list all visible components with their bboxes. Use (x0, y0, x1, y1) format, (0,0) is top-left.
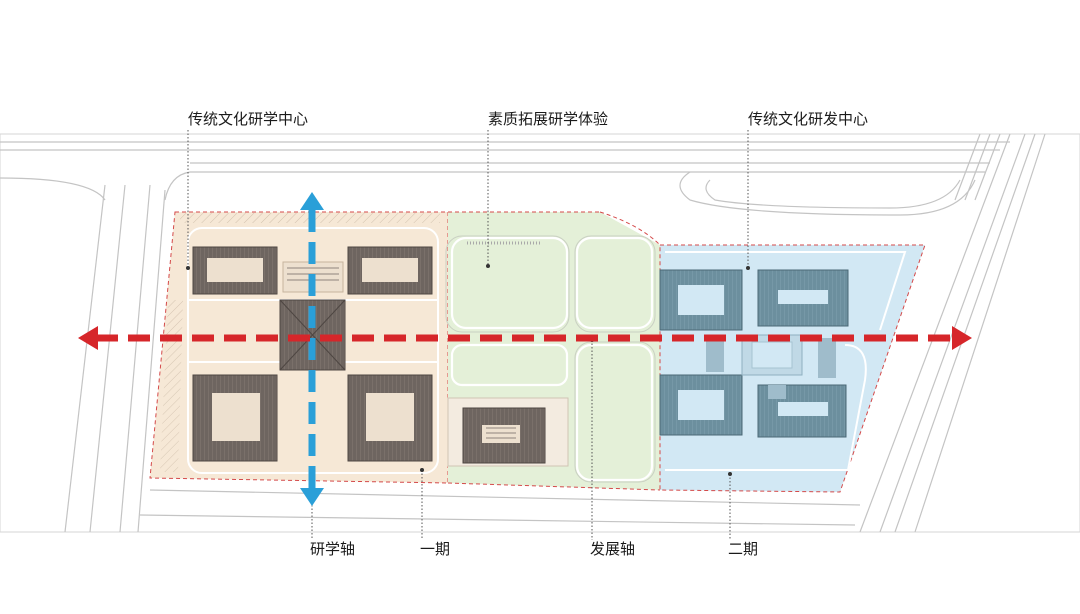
study-axis-arrow (300, 192, 324, 506)
building-phase-two-bottom-right (757, 384, 847, 438)
phase-two-paths (665, 251, 907, 471)
building-bottom-left (192, 374, 278, 462)
label-phase-two: 二期 (728, 540, 759, 558)
building-top-left (192, 246, 278, 295)
building-phase-two-bottom-left (659, 374, 743, 436)
building-phase-two-top-right (757, 269, 849, 327)
label-quality-expansion-study-experience: 素质拓展研学体验 (488, 110, 609, 128)
phase-two-courtyard (706, 334, 836, 399)
building-top-right (347, 246, 433, 295)
label-development-axis: 发展轴 (590, 540, 636, 558)
building-activity-center (447, 397, 569, 467)
building-phase-two-top-left (659, 269, 743, 331)
label-traditional-culture-study-center: 传统文化研学中心 (188, 110, 309, 128)
development-axis-arrow (78, 326, 972, 350)
label-phase-one: 一期 (420, 540, 451, 558)
outdoor-path-lines (445, 235, 656, 483)
leader-lines (187, 130, 749, 540)
outdoor-blocks (450, 236, 654, 482)
label-traditional-culture-rd-center: 传统文化研发中心 (748, 110, 869, 128)
leader-dots (186, 264, 750, 476)
label-study-axis: 研学轴 (310, 540, 356, 558)
building-bottom-right (347, 374, 433, 462)
